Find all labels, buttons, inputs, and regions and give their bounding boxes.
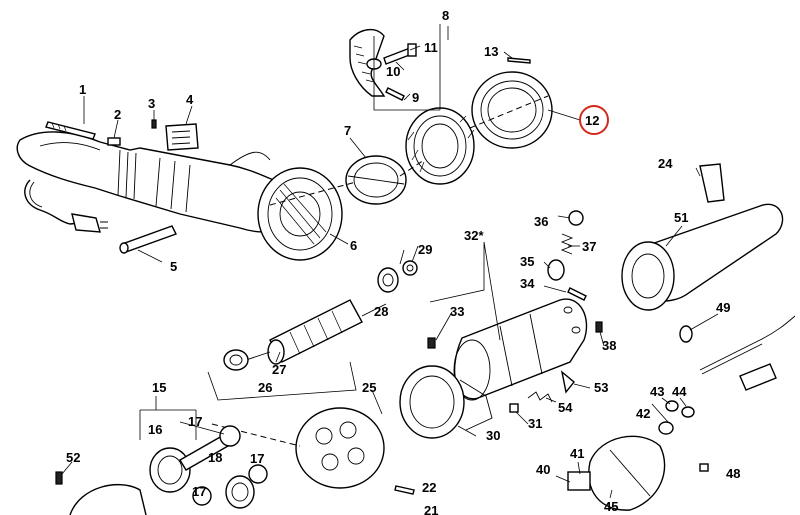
- bearing-part-17: [192, 425, 268, 506]
- gear-part-18: [225, 475, 255, 509]
- part-22-pin: [394, 485, 415, 495]
- callout-21: 21: [424, 503, 438, 515]
- callout-12: 12: [585, 113, 599, 128]
- callout-42: 42: [636, 406, 650, 421]
- field-part-30: [399, 365, 493, 439]
- callout-9: 9: [412, 90, 419, 105]
- part-41-switch: [567, 471, 591, 491]
- callout-10: 10: [386, 64, 400, 79]
- part-13-screw: [507, 57, 531, 64]
- callout-28: 28: [374, 304, 388, 319]
- callout-48: 48: [726, 466, 740, 481]
- gear-case-part-25: [211, 407, 385, 489]
- motor-housing-part-32: [453, 298, 588, 401]
- part-36-cap: [568, 210, 584, 226]
- part-52-screw: [55, 471, 63, 485]
- callout-34: 34: [520, 276, 535, 291]
- part-28-bearing: [377, 267, 399, 293]
- front-ring-part-6: [257, 167, 343, 261]
- callout-25: 25: [362, 380, 376, 395]
- callout-40: 40: [536, 462, 550, 477]
- part-29-washer: [402, 260, 418, 276]
- callout-27: 27: [272, 362, 286, 377]
- callout-22: 22: [422, 480, 436, 495]
- callout-38: 38: [602, 338, 616, 353]
- part-38-screw: [595, 321, 603, 333]
- callout-17-c: 17: [192, 484, 206, 499]
- part-53-clip: [560, 370, 575, 394]
- power-cord: [699, 315, 796, 391]
- callout-35: 35: [520, 254, 534, 269]
- callout-17-b: 17: [250, 451, 264, 466]
- part-9-pin: [385, 87, 405, 101]
- leader-lines: [61, 24, 719, 499]
- callout-31: 31: [528, 416, 542, 431]
- callout-5: 5: [170, 259, 177, 274]
- callout-54: 54: [558, 400, 573, 415]
- drive-body-assembly: [16, 131, 301, 233]
- callout-11: 11: [424, 40, 438, 55]
- callout-7: 7: [344, 123, 351, 138]
- callout-29: 29: [418, 242, 432, 257]
- callout-26: 26: [258, 380, 272, 395]
- part-4-label-plate: [165, 123, 199, 151]
- callout-16: 16: [148, 422, 162, 437]
- callout-8: 8: [442, 8, 449, 23]
- part-31-screw: [509, 403, 519, 413]
- part-5-rod: [119, 225, 177, 254]
- callout-37: 37: [582, 239, 596, 254]
- callout-49: 49: [716, 300, 730, 315]
- callout-30: 30: [486, 428, 500, 443]
- explode-axis-upper: [269, 95, 549, 206]
- callout-24: 24: [658, 156, 673, 171]
- callout-33: 33: [450, 304, 464, 319]
- callout-3: 3: [148, 96, 155, 111]
- part-37-spring: [560, 233, 574, 255]
- part-34-pin: [567, 287, 587, 301]
- callout-2: 2: [114, 107, 121, 122]
- callout-1: 1: [79, 82, 86, 97]
- part-35-cap: [547, 259, 565, 281]
- part-7-ring: [345, 155, 407, 205]
- callout-52: 52: [66, 450, 80, 465]
- callout-53: 53: [594, 380, 608, 395]
- callout-43: 43: [650, 384, 664, 399]
- part-33-screw: [427, 337, 436, 349]
- part-2-pin: [107, 137, 121, 146]
- callout-12-highlighted: 12: [579, 105, 609, 135]
- end-cap-part-51: [621, 203, 784, 311]
- part-26-bearing: [223, 349, 249, 371]
- callout-36: 36: [534, 214, 548, 229]
- part-24-brush-cap: [699, 163, 725, 203]
- part-42-washer: [658, 421, 674, 435]
- part-49-strain-relief: [679, 325, 693, 343]
- part-54-spring: [527, 391, 553, 403]
- part-11-bolt: [383, 43, 417, 65]
- part-3-screw: [151, 119, 157, 129]
- callout-13: 13: [484, 44, 498, 59]
- callout-labels: 1 2 3 4 5 6 7 8 9 10 11 13 12 15 16 17 1…: [66, 8, 740, 515]
- part-44-washer: [681, 406, 695, 418]
- callout-44: 44: [672, 384, 687, 399]
- callout-15: 15: [152, 380, 166, 395]
- callout-18: 18: [208, 450, 222, 465]
- callout-4: 4: [186, 92, 194, 107]
- part-48-screw: [699, 463, 709, 472]
- part-8-gear-ring: [405, 107, 475, 185]
- callout-6: 6: [350, 238, 357, 253]
- part-1-screw: [45, 121, 96, 140]
- switch-housing-part-45: [588, 435, 666, 511]
- callout-41: 41: [570, 446, 584, 461]
- handle-bottom-left: [69, 483, 147, 515]
- callout-17-a: 17: [188, 414, 202, 429]
- armature-part-27: [227, 299, 387, 367]
- callout-45: 45: [604, 499, 618, 514]
- callout-51: 51: [674, 210, 688, 225]
- callout-32: 32*: [464, 228, 484, 243]
- part-12-cover-ring: [471, 71, 553, 149]
